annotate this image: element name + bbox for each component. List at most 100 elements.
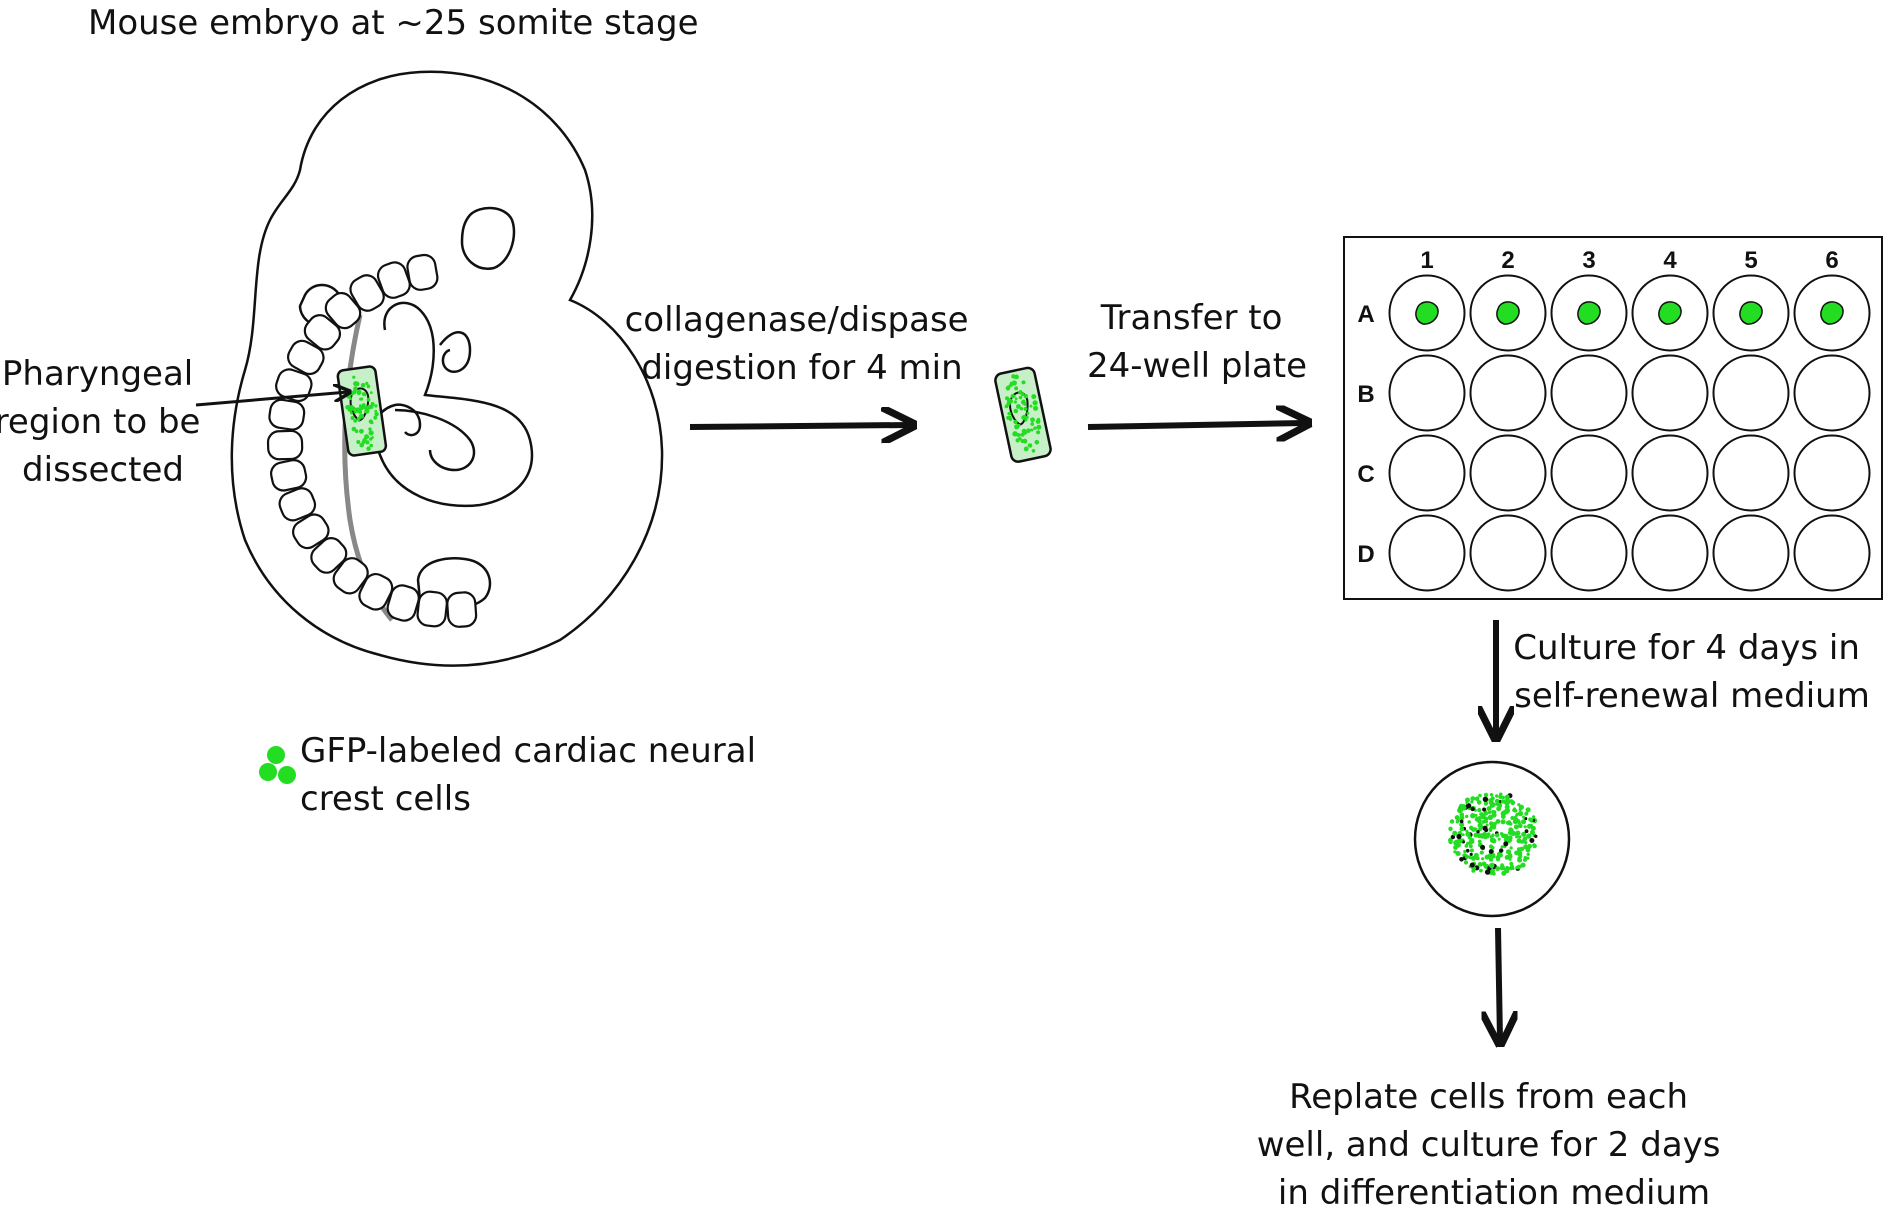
gfp-cell-dot xyxy=(1497,837,1501,841)
gfp-cell-dot xyxy=(1509,846,1513,850)
gfp-cell-dot xyxy=(1518,823,1523,829)
gfp-cell-dot xyxy=(1450,834,1456,840)
gfp-cell-dot xyxy=(1465,831,1471,837)
gfp-cell-dot xyxy=(352,375,356,379)
gfp-cell-dot xyxy=(1515,835,1519,839)
gfp-cell-dot xyxy=(1014,397,1018,401)
gfp-cell-dot xyxy=(1500,863,1504,867)
diagram-title: Mouse embryo at ~25 somite stage xyxy=(88,3,699,43)
gfp-cell-dot xyxy=(1524,811,1529,816)
well-D3 xyxy=(1550,514,1628,592)
gfp-cell-dot xyxy=(1471,868,1476,873)
gfp-cell-dot xyxy=(1469,852,1473,857)
gfp-cell-dot xyxy=(1033,426,1037,430)
pharyngeal-pointer-arrow xyxy=(195,392,348,407)
gfp-cell-dot xyxy=(353,390,357,395)
gfp-cell-dot xyxy=(365,440,370,445)
legend-gfp-cells xyxy=(259,746,296,784)
gfp-cell-dot xyxy=(374,409,378,413)
gfp-cell-dot xyxy=(1465,814,1469,819)
gfp-cell-dot xyxy=(1517,810,1524,817)
gfp-cell-dot xyxy=(1492,811,1496,815)
gfp-cell-dot xyxy=(1013,400,1018,404)
gfp-cell-dot xyxy=(1479,822,1483,827)
gfp-cell-dot xyxy=(1489,837,1496,843)
gfp-cell-dot xyxy=(373,415,378,420)
gfp-cell-dot xyxy=(1031,394,1037,400)
gfp-cell-dot xyxy=(1012,431,1018,437)
gfp-cell-dot xyxy=(1525,847,1531,853)
gfp-cell-dot xyxy=(1454,815,1460,821)
gfp-cell-dot xyxy=(1467,820,1471,824)
gfp-cell-dot xyxy=(1482,835,1487,839)
gfp-cell-dot xyxy=(1007,411,1012,416)
gfp-cell-dot xyxy=(1517,847,1521,852)
gfp-cell-dot xyxy=(1523,856,1528,860)
gfp-dots-dissection xyxy=(345,375,379,451)
gfp-cell-dot xyxy=(1522,836,1528,841)
gfp-cell-dot xyxy=(1484,802,1488,806)
legend-dot xyxy=(259,763,277,781)
gfp-cell-dot xyxy=(1489,793,1494,797)
gfp-cell-dot xyxy=(1468,844,1473,849)
gfp-cell-dot xyxy=(356,440,361,444)
gfp-cell-dot xyxy=(1453,845,1458,850)
gfp-cell-dot xyxy=(1020,439,1025,443)
gfp-cell-dot xyxy=(1507,830,1512,836)
gfp-cell-dot xyxy=(1489,829,1492,832)
gfp-cell-dot xyxy=(1477,839,1482,844)
legend-dot xyxy=(278,766,296,784)
well-B4 xyxy=(1631,354,1709,432)
well-D1 xyxy=(1388,514,1466,592)
gfp-colony xyxy=(1448,792,1538,876)
gfp-cell-dot xyxy=(1518,835,1522,839)
somite xyxy=(292,513,330,550)
gfp-cell-dot xyxy=(1026,428,1031,434)
gfp-cell-dot xyxy=(1529,838,1535,843)
gfp-cell-dot xyxy=(1016,404,1021,409)
gfp-cell-dot xyxy=(1030,428,1033,432)
gfp-cell-dot xyxy=(1470,796,1476,801)
gfp-cell-dot xyxy=(1470,813,1476,819)
gfp-cell-dot xyxy=(1491,853,1496,857)
gfp-cell-dot xyxy=(1477,818,1482,824)
gfp-cell-dot xyxy=(371,436,374,439)
gfp-cell-dot xyxy=(357,391,361,396)
gfp-cell-dot xyxy=(369,391,373,394)
gfp-cell-dot xyxy=(1524,829,1529,834)
legend-label: GFP-labeled cardiac neural crest cells xyxy=(300,731,767,819)
gfp-cell-dot xyxy=(1463,849,1467,854)
gfp-cell-dot xyxy=(353,386,358,392)
gfp-cell-dot xyxy=(1465,848,1470,853)
row-label-C: C xyxy=(1357,461,1374,488)
somite xyxy=(303,314,342,351)
gfp-cell-dot xyxy=(368,427,372,431)
gfp-cell-dot xyxy=(366,397,371,402)
gfp-cell-dot xyxy=(1023,446,1029,452)
gfp-cell-dot xyxy=(349,411,353,415)
gfp-cell-dot xyxy=(1030,422,1035,426)
gfp-cell-dot xyxy=(1488,800,1494,806)
gfp-cell-dot xyxy=(369,404,373,408)
gfp-cell-dot xyxy=(1452,830,1458,836)
gfp-cell-dot xyxy=(1009,383,1013,387)
gfp-cell-dot xyxy=(1482,807,1487,812)
gfp-cell-dot xyxy=(1481,820,1486,824)
gfp-cell-dot xyxy=(355,407,361,413)
gfp-cell-dot xyxy=(1518,804,1524,810)
gfp-cell-dot xyxy=(351,407,355,411)
gut-loop xyxy=(394,408,476,472)
gfp-cell-dot xyxy=(364,405,370,411)
cultured-well xyxy=(1413,760,1571,918)
gfp-cell-dot xyxy=(1461,833,1465,837)
gfp-cell-dot xyxy=(1026,411,1030,415)
gfp-cell-dot xyxy=(1504,855,1510,860)
legend-dot xyxy=(267,746,285,764)
gfp-cell-dot xyxy=(1509,866,1514,871)
gfp-cell-dot xyxy=(1491,871,1496,876)
gfp-cell-dot xyxy=(1515,830,1521,836)
somite-row xyxy=(266,253,478,628)
gfp-cell-dot xyxy=(1008,415,1012,419)
gfp-cell-dot xyxy=(1023,406,1028,411)
